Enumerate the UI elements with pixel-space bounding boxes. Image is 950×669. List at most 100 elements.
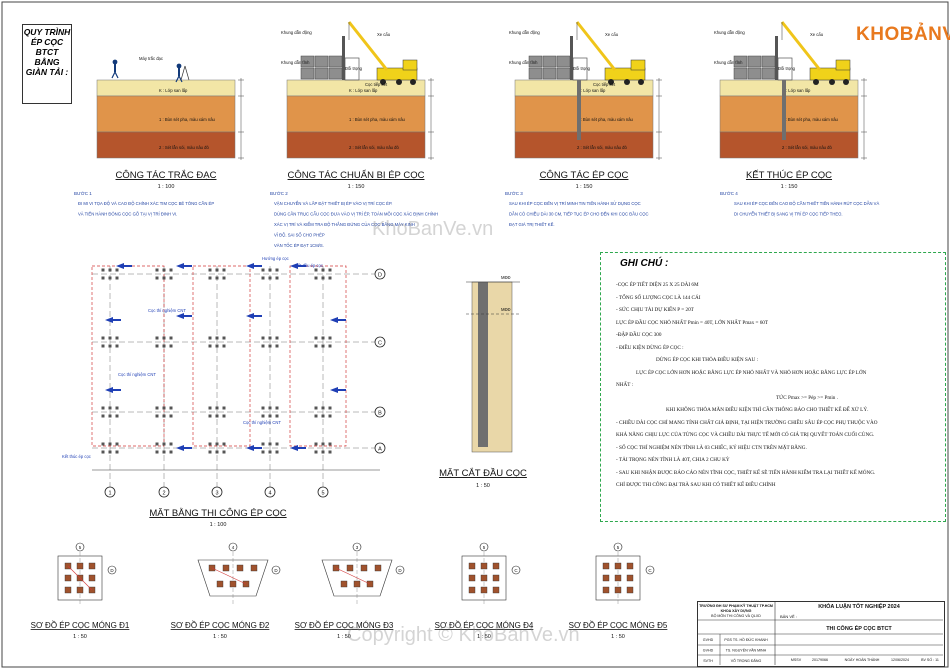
pile-mark (76, 562, 84, 570)
pile-mark (101, 344, 105, 348)
tb-school: TRƯỜNG ĐH SƯ PHẠM KỸ THUẬT TP.HCM (699, 603, 773, 608)
direction-arrow (176, 445, 192, 451)
pile-mark (275, 406, 279, 410)
counterweight-block (733, 67, 748, 80)
pile-mark (314, 268, 318, 272)
pile-mark (208, 276, 212, 280)
step-desc: SAU KHI ÉP CỌC ĐẾN CAO ĐỘ CẦN THIẾT TIẾN… (734, 201, 879, 206)
pile-mark (115, 450, 119, 454)
axis-number: 5 (321, 491, 324, 497)
pile-mark (115, 276, 119, 280)
counterweight-block (300, 67, 315, 80)
pile-mark (275, 344, 279, 348)
pile-mark (222, 442, 226, 446)
equipment-label: Xe cẩu (377, 32, 391, 37)
crane-wheel (813, 79, 819, 85)
axis-bubble (317, 486, 329, 498)
pile-mark (480, 574, 488, 582)
equipment-label: Khung dẫn động (281, 30, 312, 35)
note-line: LỰC ÉP ĐẦU CỌC NHỎ NHẤT Pmin = 40T, LỚN … (616, 319, 769, 326)
note-line: - SỐ CỌC THÍ NGHIỆM NÉN TĨNH LÀ 03 CHIẾC… (616, 444, 807, 451)
pile-mark (101, 450, 105, 454)
logo: KHOBẢNVẼ (856, 24, 950, 45)
pile-mark (480, 562, 488, 570)
pile-mark (215, 414, 219, 418)
soil-gravel-layer (96, 131, 236, 159)
pile-mark (275, 276, 279, 280)
axis-bubble (374, 442, 386, 454)
counterweight-block (747, 67, 762, 80)
pile-mark (314, 344, 318, 348)
panel-scale: 1 : 150 (781, 184, 798, 190)
pile-mark (162, 268, 166, 272)
crane-boom (780, 21, 822, 71)
guide-mast (570, 36, 573, 80)
notes-title: GHI CHÚ : (620, 258, 669, 269)
instrument-label: Máy trắc đạc (139, 56, 163, 61)
pile-mark (222, 276, 226, 280)
pile-mark (328, 268, 332, 272)
note-line: CHỈ ĐƯỢC THI CÔNG ĐẠI TRÀ SAU KHI CÓ THI… (616, 482, 776, 488)
pile-mark (208, 268, 212, 272)
note-line: - CHIỀU DÀI CỌC CHỈ MANG TÍNH CHẤT GIẢ Đ… (616, 419, 878, 426)
soil-clay-layer (286, 95, 426, 133)
panel-scale: 1 : 100 (158, 184, 175, 190)
pile-mark (169, 406, 173, 410)
step-desc: XÁC VỊ TRÍ VÀ KIỂM TRA ĐỘ THẲNG ĐỨNG CỦA… (274, 222, 415, 227)
pile-mark (340, 580, 348, 588)
pile-mark (229, 580, 237, 588)
axis-bubble (613, 542, 623, 552)
note-line: - ĐIỀU KIỆN DỪNG ÉP CỌC : (616, 344, 684, 351)
pile-mark (321, 276, 325, 280)
tb-person: VÕ TRỌNG ĐĂNG (731, 658, 762, 663)
note-line: TỨC Pmax >= Pép >= Pmin . (776, 394, 838, 401)
step-desc: VÀN TỐC ÉP ĐẠT 1CM/S. (274, 243, 324, 248)
note-line: -ĐẬP ĐẦU CỌC 300 (616, 332, 662, 338)
pile-mark (328, 450, 332, 454)
pile-mark (314, 406, 318, 410)
pile-mark (321, 268, 325, 272)
equipment-label: Khung dẫn động (509, 30, 540, 35)
pile-mark (468, 562, 476, 570)
pile-mark (614, 574, 622, 582)
axis-letter: D (110, 568, 114, 573)
axis-letter: B (378, 411, 382, 417)
pile-mark (314, 276, 318, 280)
counterweight-block (528, 55, 543, 68)
plan-callout: Bắt đầu ép cọc (295, 263, 323, 268)
foundation-scale: 1 : 50 (477, 634, 491, 640)
soil-label: 2 : Sét lẫn sỏi, màu nâu đỏ (159, 145, 209, 150)
soil-label: 1 : Bùn sét pha, màu xám nâu (782, 117, 839, 122)
foundation-scale: 1 : 50 (213, 634, 227, 640)
pile-mark (261, 442, 265, 446)
panel-title: CÔNG TÁC TRẮC ĐẠC (116, 170, 217, 181)
pile-mark (614, 586, 622, 594)
soil-gravel-layer (286, 131, 426, 159)
counterweight-block (733, 55, 748, 68)
pile-mark (275, 414, 279, 418)
soil-label: 1 : Bùn sét pha, màu xám nâu (349, 117, 406, 122)
note-line: -CỌC ÉP TIẾT DIỆN 25 X 25 DÀI 6M (616, 282, 699, 288)
watermark-bottom: Copyright © KhoBanVe.vn (347, 624, 580, 646)
pile-mark (275, 336, 279, 340)
pile-mark (169, 450, 173, 454)
counterweight-block (314, 67, 329, 80)
pile-mark (261, 450, 265, 454)
pile-mark (208, 414, 212, 418)
direction-arrow (176, 263, 192, 269)
pile-mark (215, 344, 219, 348)
pile-mark (155, 268, 159, 272)
direction-arrow (330, 317, 346, 323)
pile-mark (328, 442, 332, 446)
press-sequence (67, 565, 93, 591)
pile-mark (101, 414, 105, 418)
pile-mark (275, 450, 279, 454)
counterweight-block (300, 55, 315, 68)
tb-drawing-label: BẢN VẼ : (780, 614, 797, 619)
note-line: - TỔNG SỐ LƯỢNG CỌC LÀ 144 CÁI (616, 294, 701, 301)
axis-bubble (374, 336, 386, 348)
axis-bubble (264, 486, 276, 498)
pile-mark (162, 450, 166, 454)
